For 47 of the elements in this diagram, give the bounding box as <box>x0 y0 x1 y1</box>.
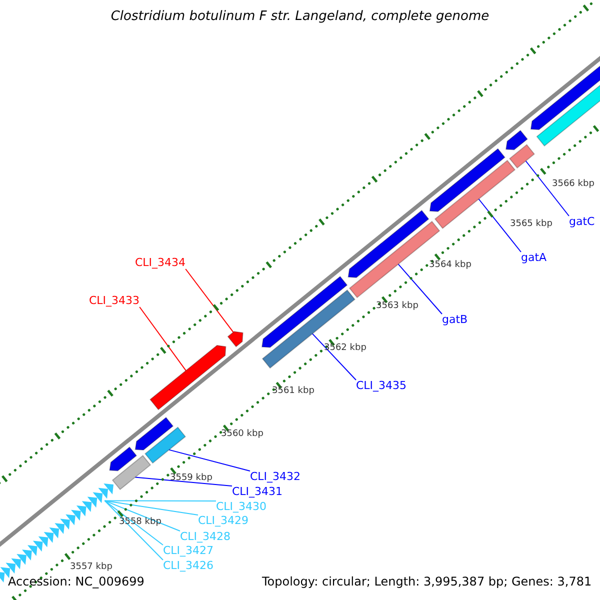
leader-line <box>104 500 164 560</box>
scale-label: 3561 kbp <box>272 387 314 397</box>
gene-label: CLI_3432 <box>250 470 301 484</box>
scale-label: 3566 kbp <box>552 180 594 190</box>
gene-label: gatC <box>569 216 595 228</box>
gene-label: CLI_3428 <box>180 530 231 544</box>
leader-line <box>525 160 570 216</box>
gene-label: CLI_3431 <box>232 486 283 498</box>
gene-label: gatA <box>521 252 547 264</box>
scale-label: 3559 kbp <box>170 474 212 484</box>
gene-feature <box>505 130 528 150</box>
scale-label: 3565 kbp <box>510 220 552 230</box>
gene-label: CLI_3429 <box>198 514 249 528</box>
leader-line <box>478 198 522 252</box>
leader-line <box>139 306 186 372</box>
gene-label: CLI_3426 <box>163 560 214 572</box>
gene-feature <box>348 210 430 278</box>
scale-label: 3564 kbp <box>429 261 472 271</box>
gene-feature <box>109 446 138 472</box>
leader-line <box>168 449 250 472</box>
scale-label: 3560 kbp <box>221 430 264 440</box>
gene-label: CLI_3433 <box>89 294 140 308</box>
leader-line <box>398 264 442 314</box>
leader-line <box>104 500 180 532</box>
gene-feature <box>149 344 226 410</box>
leader-line <box>104 500 198 516</box>
gene-bar <box>508 144 536 169</box>
gene-bar <box>112 454 152 490</box>
leader-line <box>134 476 232 486</box>
leader-line <box>104 500 164 546</box>
gene-feature <box>227 331 244 348</box>
gene-feature <box>134 416 174 450</box>
leader-line <box>104 500 216 502</box>
genome-summary: Topology: circular; Length: 3,995,387 bp; Genes: 3,781 <box>262 575 592 589</box>
leader-line <box>312 333 356 380</box>
gene-feature <box>429 148 506 212</box>
gene-label: CLI_3427 <box>163 544 214 558</box>
gene-label: CLI_3434 <box>135 256 186 270</box>
gene-label: CLI_3430 <box>216 500 267 514</box>
gene-label: CLI_3435 <box>356 380 407 392</box>
gene-bar <box>144 426 186 464</box>
leader-line <box>185 268 234 333</box>
gene-label: gatB <box>442 314 468 326</box>
title: Clostridium botulinum F str. Langeland, complete genome <box>110 10 490 24</box>
scale-label: 3563 kbp <box>376 302 418 312</box>
scale-label: 3557 kbp <box>70 563 112 573</box>
accession-text: Accession: NC_009699 <box>8 575 144 589</box>
